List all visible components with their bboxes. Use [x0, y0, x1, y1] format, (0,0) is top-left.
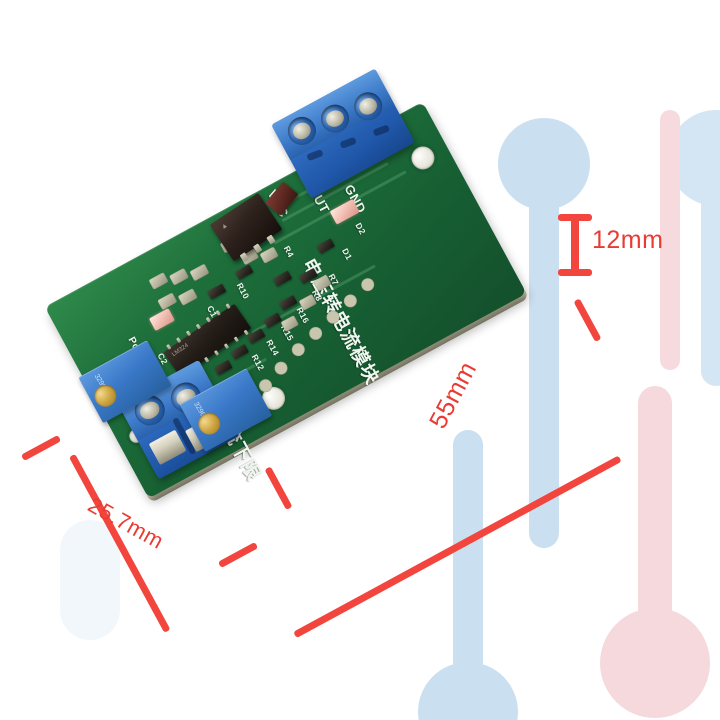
silk-label-r4: R4	[281, 244, 297, 260]
silk-label-r14: R14	[264, 337, 282, 358]
dimension-label-height: 12mm	[592, 226, 664, 254]
silk-label-r10: R10	[234, 281, 252, 301]
dimension-cap-width-top	[20, 434, 62, 462]
watermark-pin-blue-3	[418, 430, 518, 720]
power-led	[148, 308, 175, 331]
dimension-marker-height	[558, 214, 592, 276]
ic-marking: LM324	[171, 342, 190, 359]
watermark-blob-blue	[60, 520, 120, 640]
watermark-pin-blue-2	[668, 110, 720, 390]
pcb-board: 电压转电流模块 电流下限 VCC OUT GND Power C2 C1 R10…	[44, 68, 527, 499]
silk-label-d2: D2	[353, 221, 368, 237]
trimpot-screw-upper[interactable]	[90, 380, 121, 411]
watermark-pin-pink-1	[600, 386, 710, 718]
silk-label-r12: R12	[249, 352, 267, 373]
silk-label-d1: D1	[339, 246, 355, 262]
mounting-hole-right	[407, 142, 439, 174]
dimension-cap-length-right	[573, 298, 602, 343]
